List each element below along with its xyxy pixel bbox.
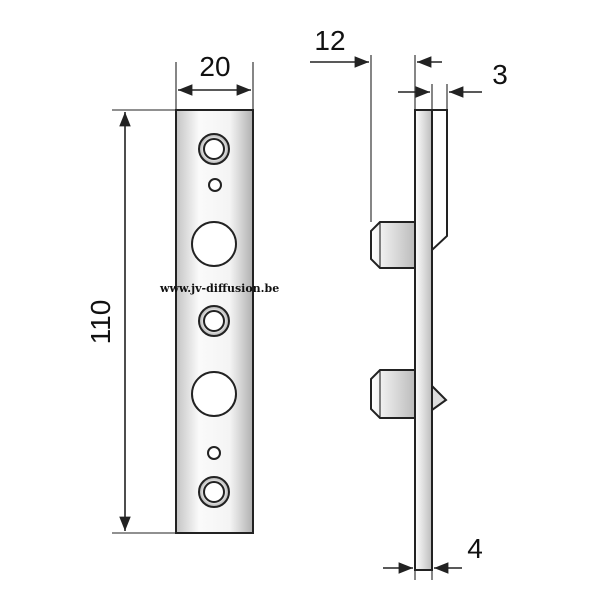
thickness-bottom-dimension: 4 [383,533,483,580]
tab-point [431,383,448,412]
large-hole [191,221,237,267]
side-back-plate [431,109,448,253]
watermark: www.jv-diffusion.be [159,282,279,295]
thickness-bottom-label: 4 [467,533,483,564]
countersunk-hole [198,476,230,508]
large-hole [191,371,237,417]
width-label: 20 [199,51,230,82]
thickness-top-label: 3 [492,59,508,90]
height-dimension: 110 [85,109,176,534]
pin-bottom [370,369,416,419]
countersunk-hole [198,305,230,337]
small-hole [208,178,222,192]
thickness-top-dimension: 3 [398,59,508,110]
height-label: 110 [85,300,116,345]
side-plate [414,109,433,571]
depth-label: 12 [314,25,345,56]
small-hole [207,446,221,460]
front-view: 20 110 [85,51,254,534]
pin-top [370,221,416,269]
depth-dimension: 12 [310,25,442,68]
countersunk-hole [198,133,230,165]
side-view: 12 3 4 [310,25,508,580]
width-dimension: 20 [175,51,254,110]
